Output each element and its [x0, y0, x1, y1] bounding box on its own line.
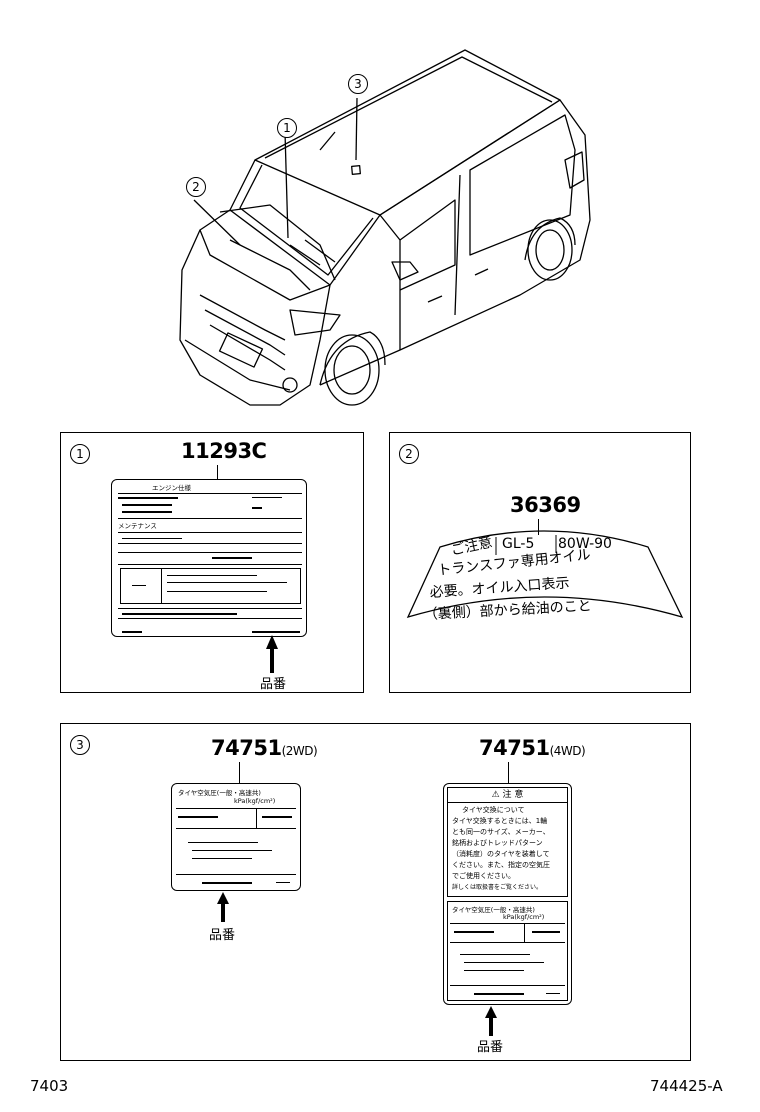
footer-left-code: 7403: [30, 1077, 69, 1095]
warn-line-8: 詳しくは取扱書をご覧ください。: [452, 884, 543, 891]
tire-label-2wd-title: タイヤ空気圧(一般・高速共): [178, 789, 261, 797]
warn-line-4: 銘柄およびトレッドパターン: [452, 839, 543, 847]
transfer-label-line1b: GL-5: [502, 536, 534, 552]
transfer-oil-label: ご注意 GL-5 80W-90 トランスファ専用オイル 必要。オイル入口表示 （…: [406, 530, 684, 623]
panel-1: 1 11293C エンジン仕様 メンテナンス 品番: [60, 432, 364, 693]
tire-label-4wd-unit: kPa(kgf/cm²): [503, 913, 545, 921]
callout-3-vehicle: 3: [348, 74, 368, 94]
warn-line-3: とも同一のサイズ、メーカー、: [452, 828, 550, 836]
vehicle-illustration: [179, 49, 591, 406]
panel-2-leader: [538, 519, 539, 535]
panel-3-right-arrow-caption: 品番: [477, 1040, 504, 1055]
panel-3-left-leader: [239, 762, 240, 784]
warn-line-7: でご使用ください。: [452, 872, 515, 880]
tire-label-2wd-unit: kPa(kgf/cm²): [234, 797, 276, 805]
engine-label: エンジン仕様 メンテナンス: [111, 479, 307, 637]
warn-line-5: （消耗度）のタイヤを装着して: [452, 850, 550, 858]
warn-line-1: タイヤ交換について: [462, 806, 525, 814]
panel-2-part-number: 36369: [510, 493, 581, 517]
panel-3-right-part-number: 74751(4WD): [479, 736, 586, 760]
panel-1-arrow: [266, 635, 278, 673]
panel-3-left-arrow-caption: 品番: [209, 928, 236, 943]
panel-3: 3 74751(2WD) タイヤ空気圧(一般・高速共) kPa(kgf/cm²)…: [60, 723, 691, 1061]
panel-2: 2 36369 ご注意 GL-5 80W-90 トランスファ専用オイル 必要。オ…: [389, 432, 691, 693]
warn-line-2: タイヤ交換するときには、1輪: [452, 817, 548, 825]
warn-line-6: ください。また、指定の空気圧: [452, 861, 550, 869]
transfer-label-line4: （裏側）部から給油のこと: [423, 597, 592, 623]
panel-3-left-part-number: 74751(2WD): [211, 736, 318, 760]
transfer-label-line1c: 80W-90: [558, 536, 612, 552]
warning-title: 注 意: [502, 790, 524, 800]
transfer-label-line1a: ご注意: [449, 534, 494, 559]
panel-3-right-leader: [508, 762, 509, 784]
engine-label-maint: メンテナンス: [118, 522, 157, 530]
part-number-4wd: 74751: [479, 736, 550, 760]
panel-1-arrow-caption: 品番: [260, 677, 287, 692]
panel-3-right-arrow: [485, 1006, 497, 1036]
callout-2-vehicle: 2: [186, 177, 206, 197]
variant-2wd: (2WD): [281, 744, 318, 758]
engine-label-header: エンジン仕様: [152, 484, 191, 492]
panel-1-leader: [217, 465, 218, 479]
callout-1-vehicle: 1: [277, 118, 297, 138]
footer-right-code: 744425-A: [650, 1077, 723, 1095]
variant-4wd: (4WD): [549, 744, 586, 758]
panel-1-callout: 1: [70, 444, 90, 464]
part-number-2wd: 74751: [211, 736, 282, 760]
tire-label-4wd: ⚠ 注 意 タイヤ交換について タイヤ交換するときには、1輪 とも同一のサイズ、…: [443, 783, 572, 1005]
warning-triangle-icon: ⚠: [491, 790, 500, 800]
tire-label-4wd-title: タイヤ空気圧(一般・高速共): [452, 906, 535, 914]
panel-1-part-number: 11293C: [181, 439, 267, 463]
panel-3-callout: 3: [70, 735, 90, 755]
panel-2-callout: 2: [399, 444, 419, 464]
tire-label-2wd: タイヤ空気圧(一般・高速共) kPa(kgf/cm²): [171, 783, 301, 891]
panel-3-left-arrow: [217, 892, 229, 922]
